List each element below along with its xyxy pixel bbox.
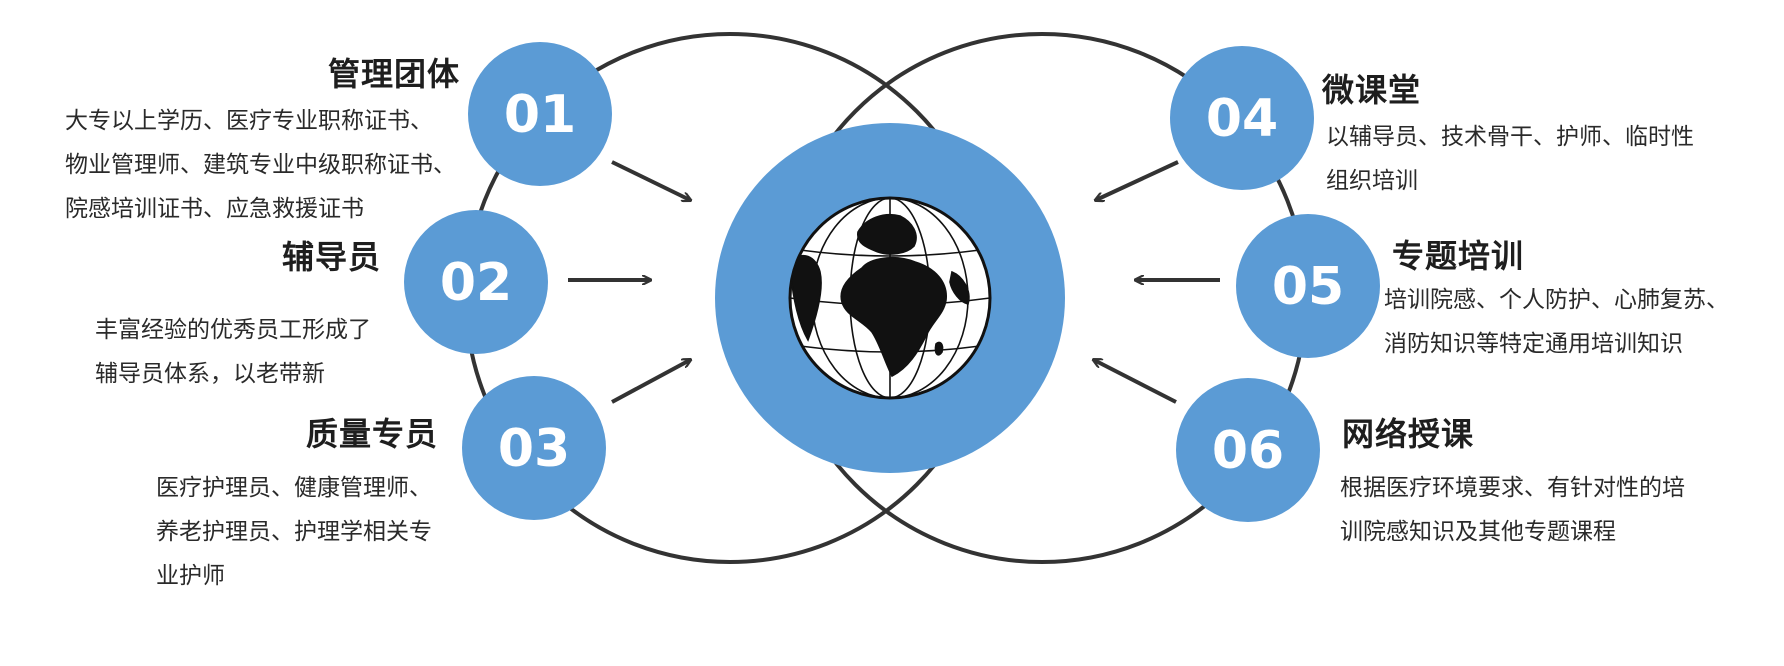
- item-01-desc: 大专以上学历、医疗专业职称证书、 物业管理师、建筑专业中级职称证书、 院感培训证…: [65, 99, 456, 231]
- item-03-line-3: 业护师: [156, 563, 225, 589]
- item-05-line-2: 消防知识等特定通用培训知识: [1384, 331, 1683, 357]
- number-label-04: 04: [1206, 89, 1278, 149]
- item-03-line-2: 养老护理员、护理学相关专: [156, 519, 432, 545]
- number-circle-01: [468, 42, 612, 186]
- number-label-02: 02: [440, 253, 512, 313]
- number-label-05: 05: [1272, 257, 1344, 317]
- item-05-title: 专题培训: [1392, 237, 1525, 275]
- item-03-line-1: 医疗护理员、健康管理师、: [156, 475, 432, 501]
- item-05-desc: 培训院感、个人防护、心肺复苏、 消防知识等特定通用培训知识: [1384, 278, 1729, 366]
- arrows: [568, 160, 1220, 404]
- number-badge-02: 02: [404, 210, 548, 354]
- item-01-line-3: 院感培训证书、应急救援证书: [65, 196, 364, 222]
- item-04-desc: 以辅导员、技术骨干、护师、临时性 组织培训: [1326, 115, 1694, 203]
- item-02-title: 辅导员: [282, 238, 382, 276]
- item-03-desc: 医疗护理员、健康管理师、 养老护理员、护理学相关专 业护师: [156, 466, 432, 598]
- number-label-06: 06: [1212, 421, 1284, 481]
- item-01-title: 管理团体: [328, 55, 461, 93]
- number-circle-06: [1176, 378, 1320, 522]
- number-badge-05: 05: [1236, 214, 1380, 358]
- arrow-01: [611, 160, 690, 200]
- number-label-03: 03: [498, 419, 570, 479]
- item-02-line-2: 辅导员体系，以老带新: [95, 361, 325, 387]
- number-circle-04: [1170, 46, 1314, 190]
- item-01-line-2: 物业管理师、建筑专业中级职称证书、: [65, 152, 456, 178]
- globe-icon: [788, 196, 992, 400]
- number-badge-01: 01: [468, 42, 612, 186]
- item-04-title: 微课堂: [1322, 71, 1422, 109]
- item-02-line-1: 丰富经验的优秀员工形成了: [95, 317, 371, 343]
- item-06-desc: 根据医疗环境要求、有针对性的培 训院感知识及其他专题课程: [1340, 466, 1685, 554]
- number-circle-03: [462, 376, 606, 520]
- arrow-04: [1096, 160, 1179, 200]
- arrow-06: [1094, 360, 1177, 404]
- number-badge-03: 03: [462, 376, 606, 520]
- item-06-line-1: 根据医疗环境要求、有针对性的培: [1340, 475, 1685, 501]
- number-badge-04: 04: [1170, 46, 1314, 190]
- item-06-title: 网络授课: [1342, 415, 1475, 453]
- number-circle-05: [1236, 214, 1380, 358]
- number-circle-02: [404, 210, 548, 354]
- number-label-01: 01: [504, 85, 576, 145]
- item-06-line-2: 训院感知识及其他专题课程: [1340, 519, 1616, 545]
- item-05-line-1: 培训院感、个人防护、心肺复苏、: [1384, 287, 1729, 313]
- item-04-line-2: 组织培训: [1326, 168, 1418, 194]
- arrow-03: [611, 360, 690, 404]
- item-04-line-1: 以辅导员、技术骨干、护师、临时性: [1326, 124, 1694, 150]
- number-badge-06: 06: [1176, 378, 1320, 522]
- item-02-desc: 丰富经验的优秀员工形成了 辅导员体系，以老带新: [95, 308, 371, 396]
- item-01-line-1: 大专以上学历、医疗专业职称证书、: [65, 108, 433, 134]
- item-03-title: 质量专员: [306, 415, 439, 453]
